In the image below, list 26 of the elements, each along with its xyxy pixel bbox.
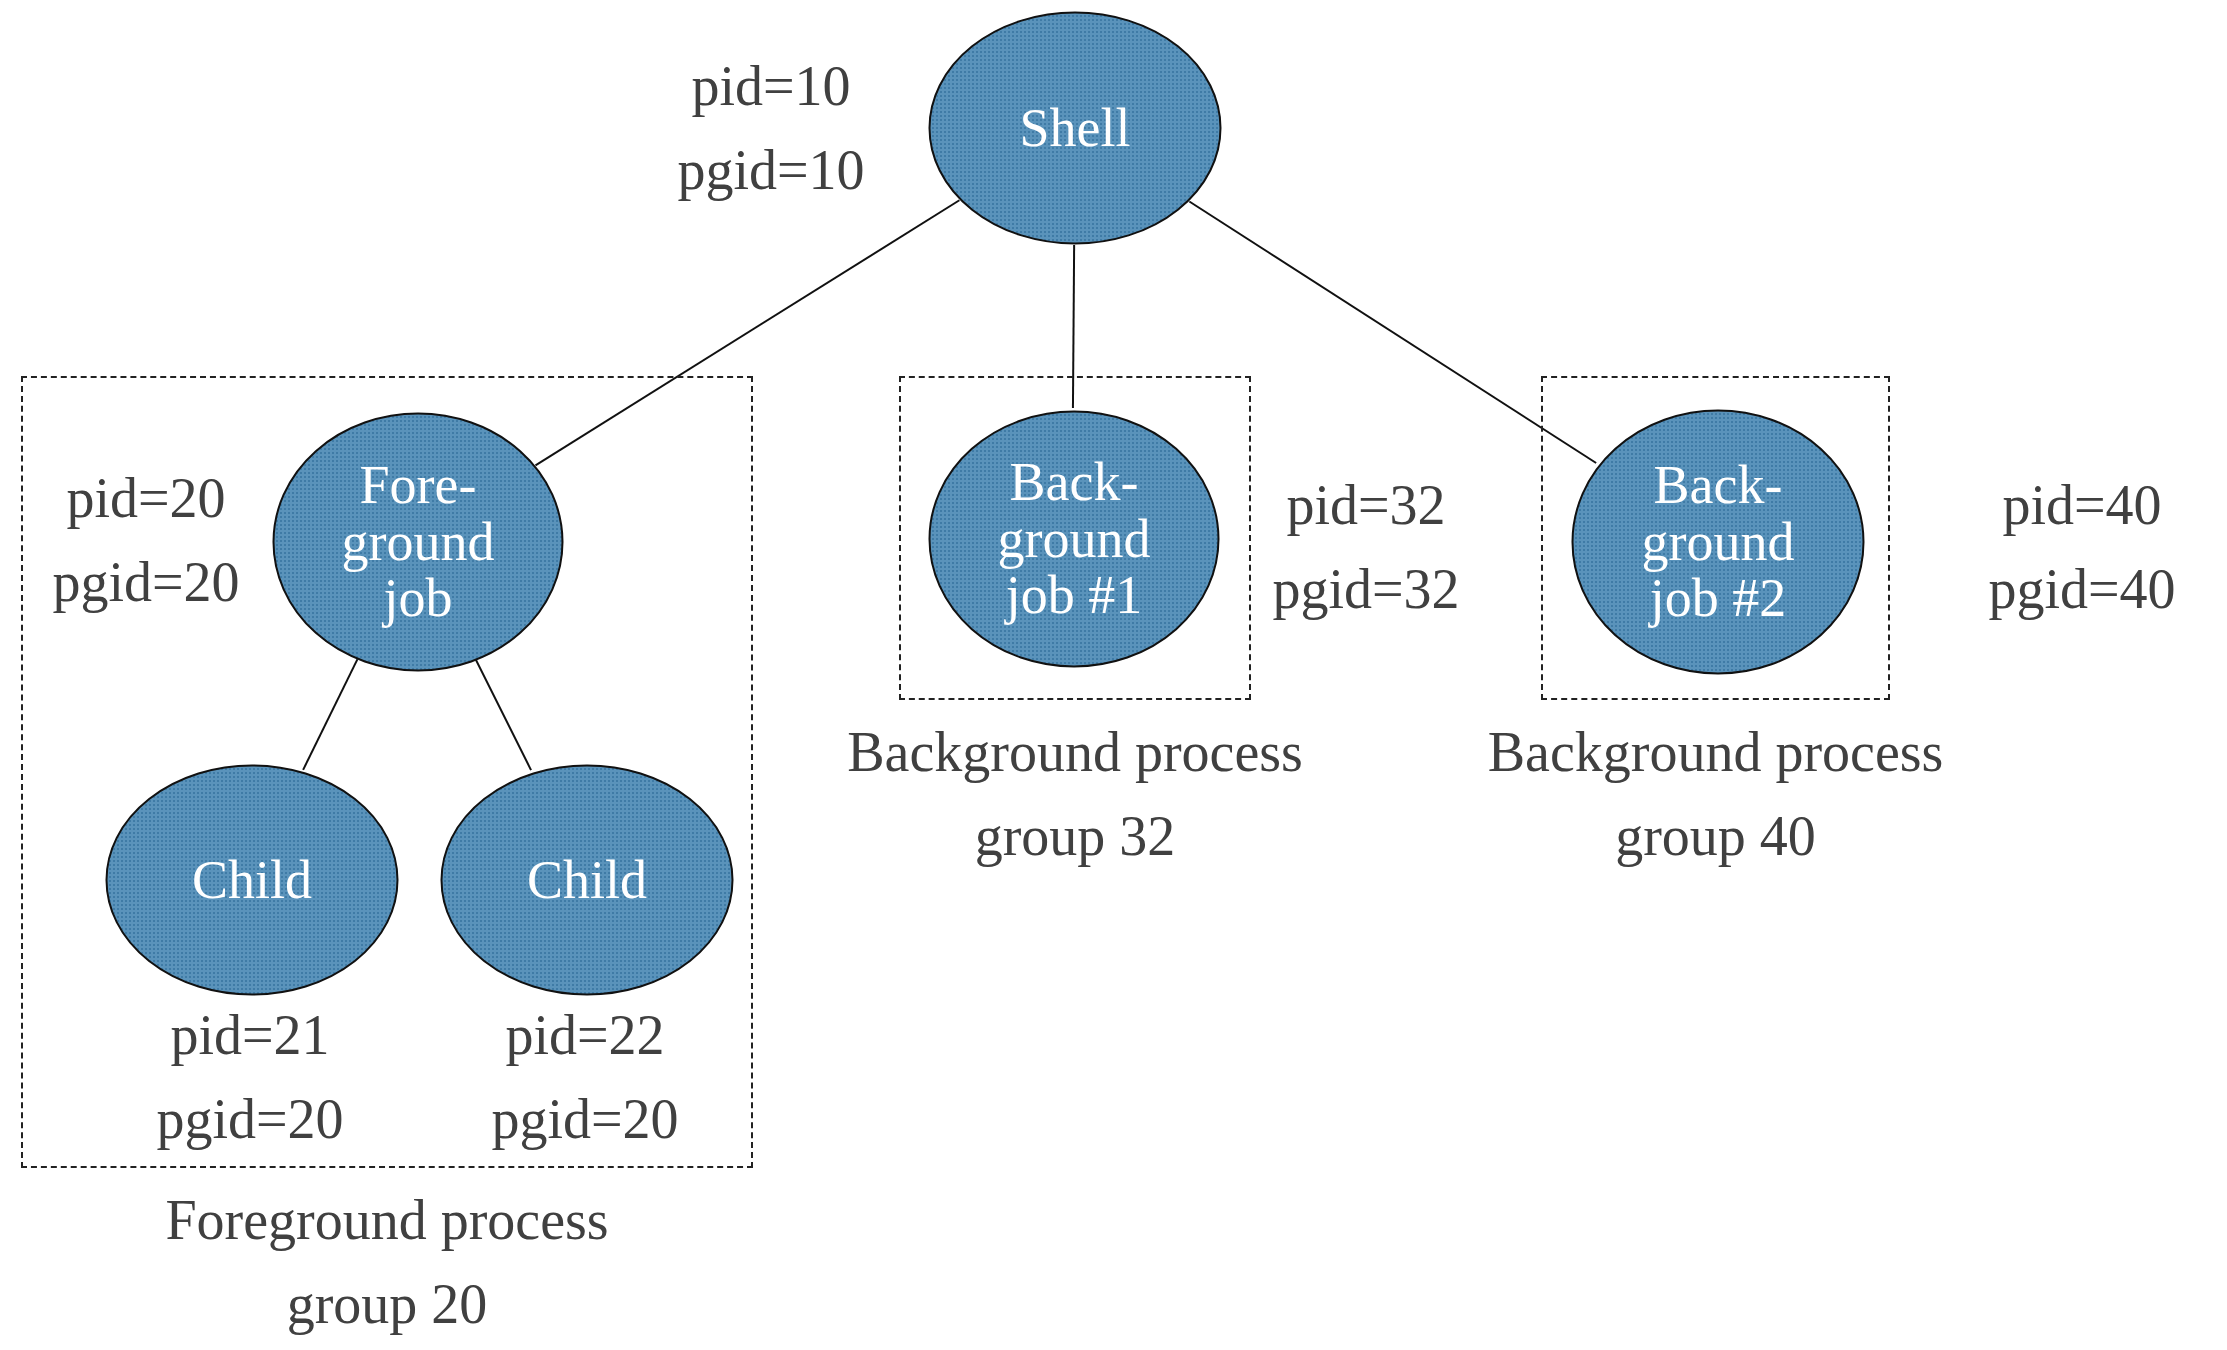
connector-line [302, 658, 359, 771]
process-ellipse [105, 764, 399, 996]
process-id-label: pid=40 pgid=40 [1988, 473, 2176, 622]
group-label: Background process group 40 [1486, 720, 1945, 869]
connector-line [1188, 200, 1598, 464]
process-ellipse [440, 764, 734, 996]
process-id-label: pid=32 pgid=32 [1272, 473, 1460, 622]
process-id-label: pid=22 pgid=20 [491, 1003, 679, 1152]
group-label: Foreground process group 20 [164, 1188, 610, 1337]
connector-line [1071, 244, 1076, 409]
process-ellipse [1571, 409, 1865, 675]
process-name: Back- ground job #1 [996, 453, 1152, 625]
process-name: Child [526, 851, 648, 909]
process-ellipse [928, 410, 1220, 668]
process-name: Child [191, 851, 313, 909]
connector-line [534, 199, 961, 467]
connector-line [474, 657, 533, 772]
process-ellipse [272, 412, 564, 672]
process-ellipse [928, 11, 1222, 245]
process-name: Back- ground job #2 [1640, 456, 1796, 628]
process-id-label: pid=20 pgid=20 [52, 466, 240, 615]
process-id-label: pid=10 pgid=10 [677, 54, 865, 203]
process-id-label: pid=21 pgid=20 [156, 1003, 344, 1152]
process-name: Fore- ground job [340, 456, 496, 628]
process-name: Shell [1018, 99, 1132, 157]
group-label: Background process group 32 [846, 720, 1304, 869]
